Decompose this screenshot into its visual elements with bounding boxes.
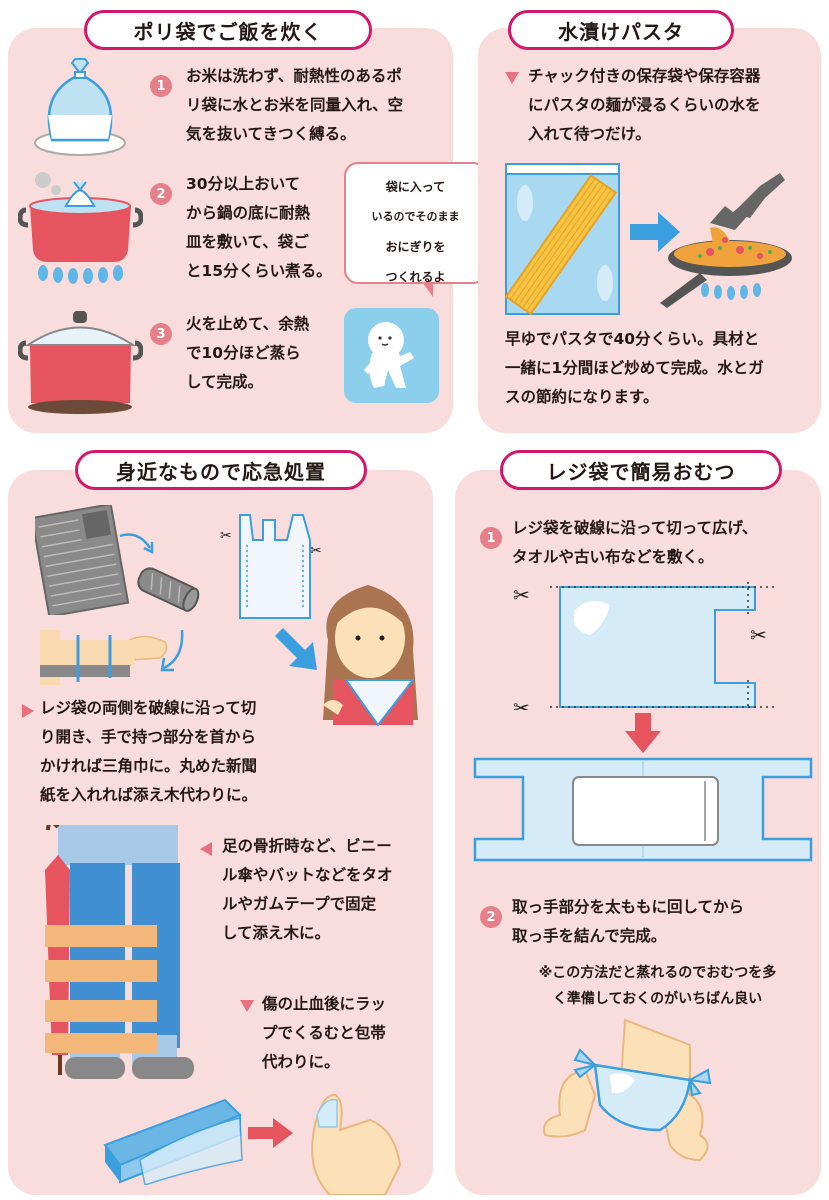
woman-with-sling-icon: [323, 585, 418, 727]
rice-bag-icon: [34, 58, 126, 156]
rice-title-text: ポリ袋でご飯を炊く: [133, 19, 323, 44]
svg-text:✂: ✂: [750, 623, 767, 647]
rice-step-3-text: 火を止めて、余熱 で10分ほど蒸ら して完成。: [186, 315, 310, 391]
first-aid-bullet-2-icon: [200, 842, 212, 856]
diaper-title: レジ袋で簡易おむつ: [500, 450, 782, 490]
covered-pot-icon: [18, 311, 143, 414]
pasta-notes: 早ゆでパスタで40分くらい。具材と 一緒に1分間ほど炒めて完成。水とガ スの節約…: [505, 330, 764, 406]
rice-title: ポリ袋でご飯を炊く: [84, 10, 372, 50]
diaper-title-text: レジ袋で簡易おむつ: [546, 459, 736, 484]
diaper-step-1-badge: 1: [480, 527, 502, 549]
pasta-title: 水漬けパスタ: [508, 10, 734, 50]
boiling-pot-icon: [18, 172, 143, 284]
first-aid-bullet-1-icon: [22, 704, 34, 718]
diaper-step-2-badge: 2: [480, 906, 502, 928]
arrow-diagonal-icon: [275, 628, 317, 670]
plastic-bag-icon: ✂ ✂: [220, 514, 322, 619]
first-aid-wrap-text: 傷の止血後にラッ プでくるむと包帯 代わりに。: [262, 995, 387, 1071]
rolled-newspaper-icon: [137, 567, 200, 612]
rice-step-3-badge: 3: [150, 323, 172, 345]
rice-step-1-text: お米は洗わず、耐熱性のあるポ リ袋に水とお米を同量入れ、空 気を抜いてきつく縛る…: [186, 67, 404, 143]
first-aid-title-text: 身近なもので応急処置: [116, 459, 326, 484]
svg-text:✂: ✂: [513, 583, 530, 607]
first-aid-bullet-3-icon: [240, 1000, 254, 1012]
curved-arrow-icon: [119, 533, 154, 555]
arrow-down-icon: [625, 713, 661, 753]
bag-cut-pattern-icon: ✂ ✂ ✂: [513, 582, 775, 710]
splinted-arm-icon: [40, 630, 168, 685]
scissors-icon: ✂: [310, 543, 322, 559]
rice-step-2-text: 30分以上おいて から鍋の底に耐熱 皿を敷いて、袋ご と15分くらい煮る。: [186, 175, 332, 280]
speech-bubble-tail: [423, 283, 433, 297]
baby-diaper-icon: [543, 1018, 712, 1162]
first-aid-title: 身近なもので応急処置: [75, 450, 367, 490]
pasta-bullet-icon: [505, 72, 519, 84]
rice-step-2-badge: 2: [150, 183, 172, 205]
newspaper-icon: [35, 505, 130, 615]
frying-pan-icon: [660, 173, 792, 308]
arrow-right-icon: [630, 212, 680, 252]
scissors-icon: ✂: [220, 528, 232, 544]
mascot-icon: [344, 308, 439, 403]
diaper-step-1-text: レジ袋を破線に沿って切って広げ、 タオルや古い布などを敷く。: [512, 519, 758, 566]
opened-bag-icon: [473, 757, 813, 862]
diaper-note: ※この方法だと蒸れるのでおむつを多 く準備しておくのがいちばん良い: [538, 965, 777, 1007]
leg-splint-icon: [45, 825, 194, 1079]
speech-bubble: 袋に入って いるのでそのまま おにぎりを つくれるよ: [344, 162, 487, 284]
wrapped-finger-icon: [311, 1093, 402, 1195]
pasta-bag-icon: [505, 163, 620, 315]
rice-step-1-badge: 1: [150, 75, 172, 97]
diaper-step-2-text: 取っ手部分を太ももに回してから 取っ手を結んで完成。: [512, 898, 745, 945]
arrow-right-red-icon: [248, 1118, 293, 1148]
first-aid-leg-text: 足の骨折時など、ビニー ル傘やバットなどをタオ ルやガムテープで固定 して添え木…: [222, 837, 393, 942]
plastic-wrap-icon: [103, 1098, 243, 1185]
first-aid-sling-text: レジ袋の両側を破線に沿って切 り開き、手で持つ部分を首から かければ三角巾に。丸…: [40, 699, 258, 804]
pasta-instructions: チャック付きの保存袋や保存容器 にパスタの麺が浸るくらいの水を 入れて待つだけ。: [528, 67, 761, 143]
pasta-title-text: 水漬けパスタ: [558, 19, 684, 44]
curved-arrow-down-icon: [160, 629, 184, 672]
svg-text:✂: ✂: [513, 696, 530, 710]
